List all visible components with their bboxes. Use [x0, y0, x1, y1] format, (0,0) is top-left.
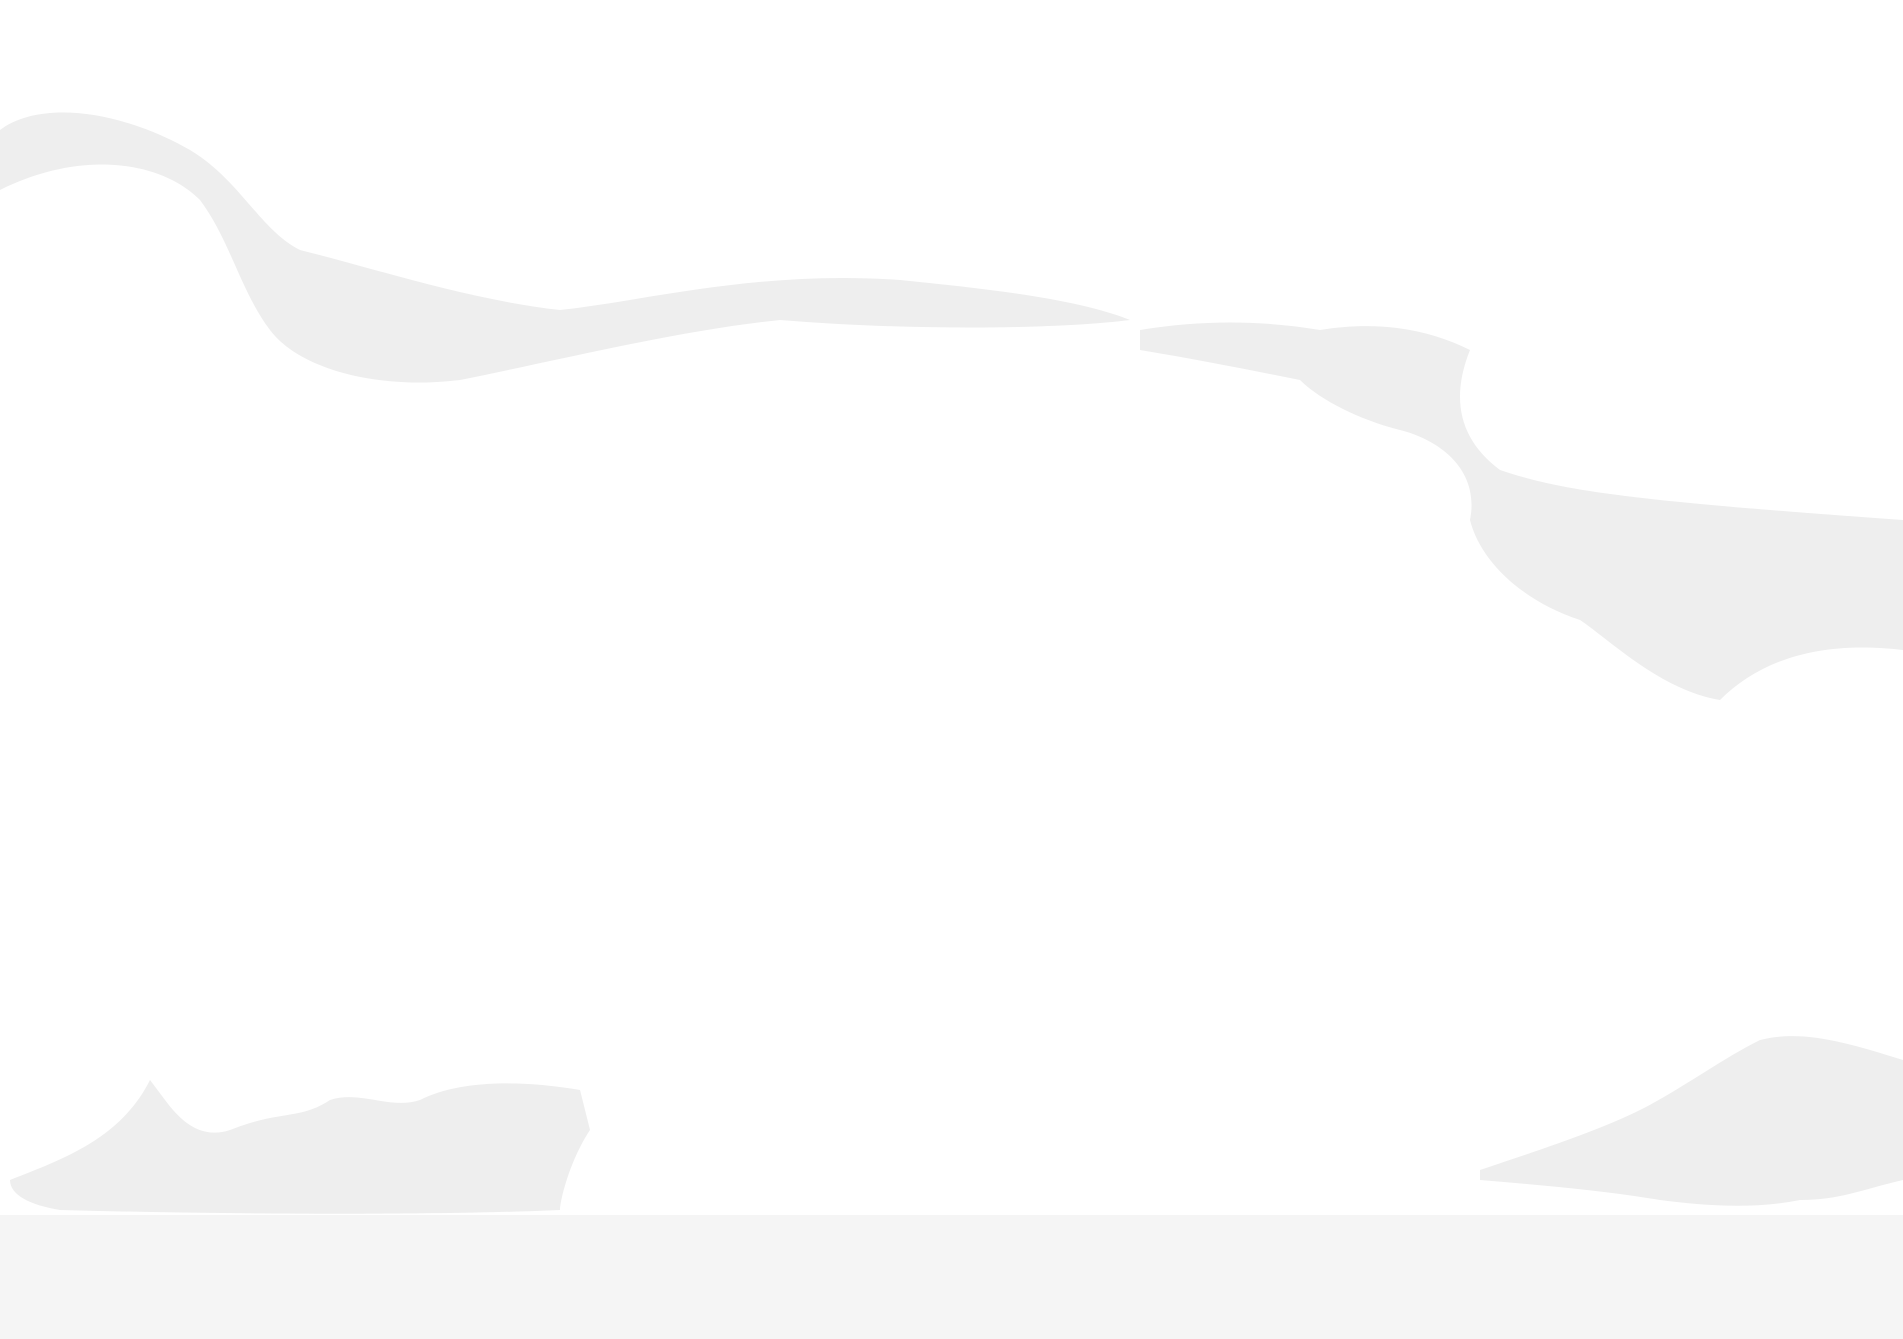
- decoration-shapes: [0, 112, 1903, 1214]
- bottom-right-shape: [1480, 1036, 1903, 1206]
- bottom-left-shape: [10, 1080, 590, 1214]
- bottom-faint-band: [0, 1215, 1903, 1339]
- top-left-wave-shape: [0, 112, 1130, 383]
- right-cloud-shape: [1140, 322, 1903, 700]
